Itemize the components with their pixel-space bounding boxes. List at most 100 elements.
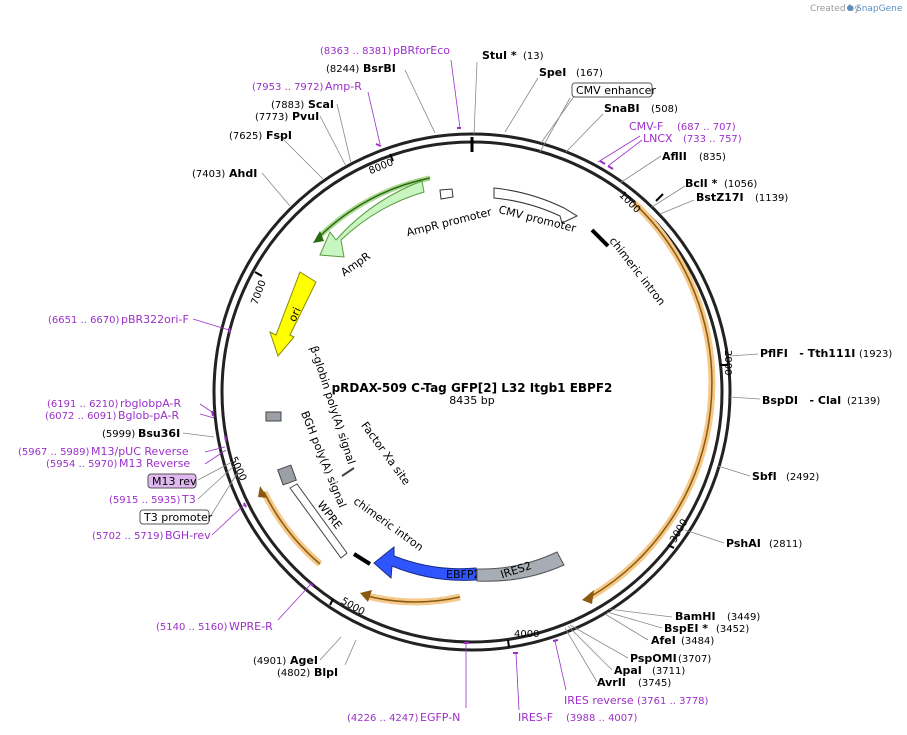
- credit-brand: SnapGene: [856, 4, 903, 14]
- m13-rev-box: [147, 473, 197, 489]
- tick-label-2000: 2000: [722, 350, 733, 375]
- enzyme-afei-pos: (3484): [681, 636, 714, 647]
- enzyme-snabi[interactable]: SnaBI: [604, 102, 640, 115]
- chimeric-intron-top-marker: [590, 228, 610, 248]
- t3-promoter-label[interactable]: T3 promoter: [143, 511, 213, 524]
- tick-mark-7000: [254, 271, 263, 277]
- ebfp2-label: EBFP2: [446, 568, 480, 581]
- enzyme-bstz17i[interactable]: BstZ17I: [696, 191, 744, 204]
- primer-bglobpa[interactable]: Bglob-pA-R: [118, 409, 180, 422]
- ires2-arrow: [476, 551, 565, 582]
- orf-arc-left: [263, 491, 321, 565]
- enzyme-aflii-pos: (835): [699, 152, 726, 163]
- tick-mark-1000: [655, 193, 664, 202]
- primer-labels: (8363 .. 8381) pBRforEco (7953 .. 7972) …: [18, 44, 742, 724]
- enzyme-fspi-pos: (7625): [229, 131, 262, 142]
- primer-rbglobpa[interactable]: rbglobpA-R: [120, 397, 181, 410]
- orf-arc-right: [589, 202, 713, 598]
- primer-egfpn[interactable]: EGFP-N: [420, 711, 460, 724]
- label-connectors: [182, 59, 761, 711]
- bglobin-marker: [265, 411, 282, 422]
- tick-label-8000: 8000: [367, 157, 395, 177]
- primer-ampr[interactable]: Amp-R: [325, 80, 362, 93]
- enzyme-pflfi-tth111i[interactable]: PflFI - Tth111I: [760, 347, 855, 360]
- plasmid-backbone: [212, 132, 732, 652]
- enzyme-avrii-pos: (3745): [638, 678, 671, 689]
- enzyme-apai[interactable]: ApaI: [614, 664, 642, 677]
- primer-bglobpa-pos: (6072 .. 6091): [45, 411, 117, 422]
- snapgene-logo-icon: [847, 5, 853, 11]
- ebfp2-arrow: [373, 545, 477, 581]
- enzyme-stui[interactable]: StuI *: [482, 49, 517, 62]
- enzyme-ahdi[interactable]: AhdI: [229, 167, 257, 180]
- boxed-labels: CMV enhancer M13 rev T3 promoter: [139, 82, 656, 525]
- enzyme-apai-pos: (3711): [652, 666, 685, 677]
- enzyme-bsrbi[interactable]: BsrBI: [363, 62, 396, 75]
- plasmid-length: 8435 bp: [449, 394, 494, 407]
- primer-lncx[interactable]: LNCX: [643, 132, 673, 145]
- enzyme-stui-pos: (13): [523, 51, 544, 62]
- factor-xa-marker: [341, 467, 355, 477]
- primer-bghrev[interactable]: BGH-rev: [165, 529, 211, 542]
- enzyme-sbfi[interactable]: SbfI: [752, 470, 777, 483]
- enzyme-afei[interactable]: AfeI: [651, 634, 676, 647]
- enzyme-scai-pos: (7883): [271, 100, 304, 111]
- enzyme-spei-pos: (167): [576, 68, 603, 79]
- enzyme-bsu36i[interactable]: Bsu36I: [138, 427, 180, 440]
- cmv-promoter-arrow: [493, 187, 579, 224]
- chimeric-intron-bottom-label: chimeric intron: [351, 495, 426, 554]
- enzyme-bcli[interactable]: BclI *: [685, 177, 718, 190]
- enzyme-pshai[interactable]: PshAI: [726, 537, 761, 550]
- primer-m13reverse[interactable]: M13 Reverse: [119, 457, 190, 470]
- snapgene-credit: Created by SnapGene: [810, 4, 903, 14]
- primer-m13puc[interactable]: M13/pUC Reverse: [91, 445, 189, 458]
- primer-cmvf-pos: (687 .. 707): [677, 122, 736, 133]
- primer-pbrforeco[interactable]: pBRforEco: [393, 44, 450, 57]
- primer-m13reverse-pos: (5954 .. 5970): [46, 459, 118, 470]
- ampr-outer-arc: [317, 177, 431, 239]
- enzyme-fspi[interactable]: FspI: [266, 129, 292, 142]
- ori-label: ori: [286, 305, 304, 323]
- enzyme-labels: StuI * (13) SpeI (167) SnaBI (508) AflII…: [102, 49, 892, 689]
- enzyme-pvui[interactable]: PvuI: [292, 110, 319, 123]
- enzyme-spei[interactable]: SpeI: [539, 66, 566, 79]
- t3-promoter-box: [139, 509, 210, 525]
- enzyme-agei[interactable]: AgeI: [290, 654, 318, 667]
- enzyme-pshai-pos: (2811): [769, 539, 802, 550]
- primer-iresf[interactable]: IRES-F: [518, 711, 553, 724]
- plasmid-title: pRDAX-509 C-Tag GFP[2] L32 Itgb1 EBPF2 8…: [332, 381, 613, 407]
- primer-pbr322ori[interactable]: pBR322ori-F: [121, 313, 189, 326]
- wpre-arrow: [289, 483, 348, 559]
- primer-t3[interactable]: T3: [181, 493, 196, 506]
- primer-cmvf[interactable]: CMV-F: [629, 120, 663, 133]
- primer-iresf-pos: (3988 .. 4007): [566, 713, 638, 724]
- enzyme-pspomi[interactable]: PspOMI: [630, 652, 677, 665]
- tick-label-4000: 4000: [514, 629, 539, 640]
- enzyme-aflii[interactable]: AflII: [662, 150, 687, 163]
- enzyme-bstz17i-pos: (1139): [755, 193, 788, 204]
- enzyme-snabi-pos: (508): [651, 104, 678, 115]
- cmv-enhancer-box: [571, 82, 653, 98]
- primer-wprer[interactable]: WPRE-R: [229, 620, 273, 633]
- cmv-enhancer-label[interactable]: CMV enhancer: [576, 84, 656, 97]
- primer-m13puc-pos: (5967 .. 5989): [18, 447, 90, 458]
- ampr-promoter-label: AmpR promoter: [405, 205, 493, 239]
- primer-t3-pos: (5915 .. 5935): [109, 495, 181, 506]
- credit-prefix: Created by: [810, 4, 860, 14]
- ampr-feature-arrow: [319, 180, 425, 258]
- enzyme-pflfi-pos: (1923): [859, 349, 892, 360]
- enzyme-bamhi[interactable]: BamHI: [675, 610, 716, 623]
- enzyme-blpi[interactable]: BlpI: [314, 666, 338, 679]
- enzyme-scai[interactable]: ScaI: [308, 98, 334, 111]
- enzyme-bspdi-pos: (2139): [847, 396, 880, 407]
- enzyme-avrii[interactable]: AvrII: [597, 676, 626, 689]
- cmv-promoter-label: CMV promoter: [497, 203, 577, 235]
- orf-arc-bottom-arrowhead-icon: [360, 590, 372, 602]
- enzyme-bspei[interactable]: BspEI *: [664, 622, 708, 635]
- primer-rbglobpa-pos: (6191 .. 6210): [47, 399, 119, 410]
- chimeric-intron-bottom-marker: [352, 552, 372, 566]
- primer-iresreverse[interactable]: IRES reverse: [564, 694, 634, 707]
- m13-rev-label[interactable]: M13 rev: [152, 475, 197, 488]
- enzyme-bspdi-clai[interactable]: BspDI - ClaI: [762, 394, 841, 407]
